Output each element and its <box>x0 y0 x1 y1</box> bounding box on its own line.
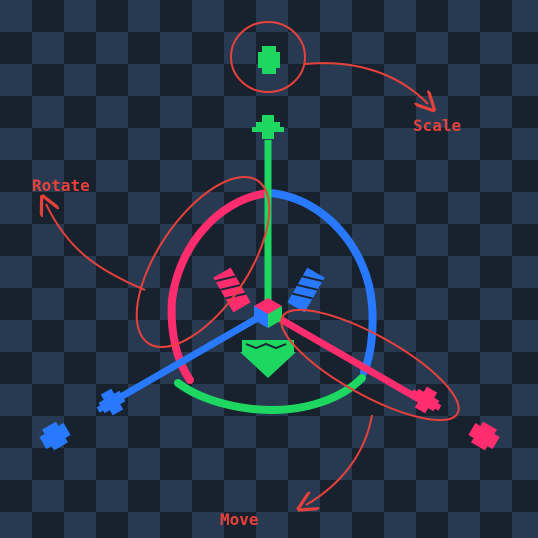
blue-scale-handle[interactable] <box>37 419 73 454</box>
red-arrowhead-icon[interactable] <box>406 382 446 419</box>
axis-x-line[interactable] <box>266 308 426 406</box>
scale-annotation-arrow <box>304 62 428 104</box>
rotate-ring-x[interactable] <box>167 189 272 384</box>
green-arrowhead-icon[interactable] <box>252 115 284 139</box>
blue-arrowhead-icon[interactable] <box>92 384 132 421</box>
move-annotation-ellipse <box>280 308 460 422</box>
move-label: Move <box>220 510 259 529</box>
rotate-annotation-arrow <box>46 204 146 291</box>
green-plane-icon[interactable] <box>240 340 296 378</box>
scale-label: Scale <box>413 116 461 135</box>
red-scale-handle[interactable] <box>466 419 502 454</box>
rotate-ring-y[interactable] <box>174 374 366 415</box>
scale-annotation-circle <box>230 21 306 93</box>
green-gem-icon[interactable] <box>258 46 280 74</box>
annotations <box>46 21 460 505</box>
blue-plane-icon[interactable] <box>287 267 325 313</box>
red-plane-icon[interactable] <box>213 267 251 313</box>
rotate-annotation-ellipse <box>135 175 271 349</box>
rotate-ring-z[interactable] <box>266 189 377 376</box>
rotation-rings[interactable] <box>167 189 377 415</box>
cube-icon[interactable] <box>254 298 282 328</box>
axis-z-line[interactable] <box>110 308 270 406</box>
move-annotation-arrow <box>306 414 373 505</box>
rotate-label: Rotate <box>32 176 90 195</box>
